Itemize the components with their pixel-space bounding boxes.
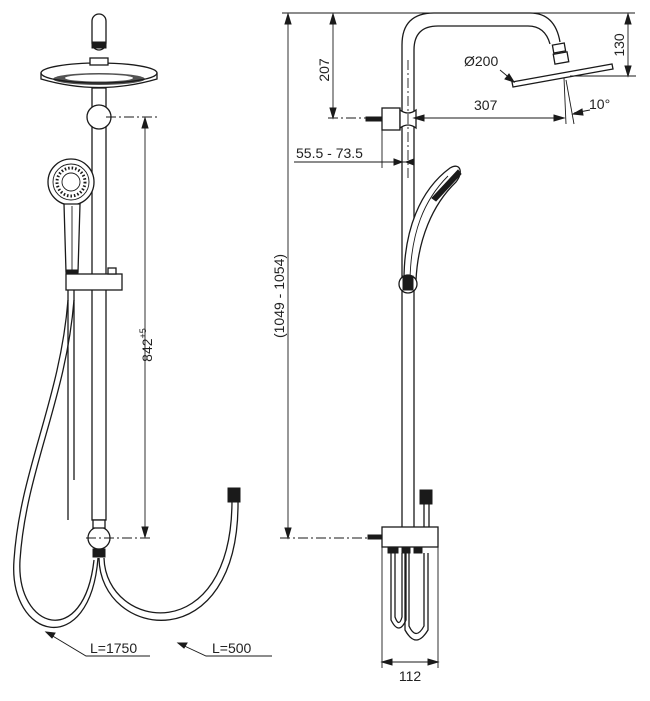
dimension-307-label: 307 [474, 97, 498, 113]
connector-band [91, 41, 107, 49]
top-connector [91, 13, 107, 51]
head-tilt-label: 10° [589, 96, 610, 112]
leader-hose-short [177, 642, 272, 657]
hose-long-label: L=1750 [90, 640, 137, 656]
dimension-112-label: 112 [399, 668, 422, 684]
side-view: (1049 - 1054) 207 130 Ø200 307 10° [271, 12, 636, 684]
head-diameter-label: Ø200 [464, 53, 498, 69]
side-hose-end-fitting [419, 489, 433, 505]
wall-distance-label: 55.5 - 73.5 [296, 145, 363, 161]
total-height-label: (1049 - 1054) [271, 254, 287, 338]
lower-mixer-body [381, 526, 439, 548]
dimension-207-label: 207 [316, 58, 332, 82]
upper-wall-bracket-side [381, 107, 401, 131]
overhead-shower-head [40, 57, 158, 89]
hand-shower [47, 158, 95, 275]
dimension-842-label: 842+5 [138, 328, 155, 362]
hose-end-fitting [227, 487, 241, 503]
wall-screw [365, 116, 383, 122]
hose-long [13, 299, 99, 629]
dimension-130-label: 130 [611, 33, 627, 57]
riser-arm [401, 12, 561, 530]
side-hose-loop-2 [404, 553, 429, 641]
outlet-nut [92, 548, 106, 558]
leader-hose-long [45, 631, 150, 657]
shower-head-side [511, 63, 614, 88]
slider-holder [65, 267, 123, 291]
vertical-rail [91, 87, 107, 521]
hand-shower-side [403, 165, 461, 281]
hose-short-label: L=500 [212, 640, 252, 656]
hose-short [98, 499, 239, 621]
front-view: 842+5 L=1750 L=500 [13, 13, 272, 657]
side-hose-loop-1 [390, 553, 407, 629]
